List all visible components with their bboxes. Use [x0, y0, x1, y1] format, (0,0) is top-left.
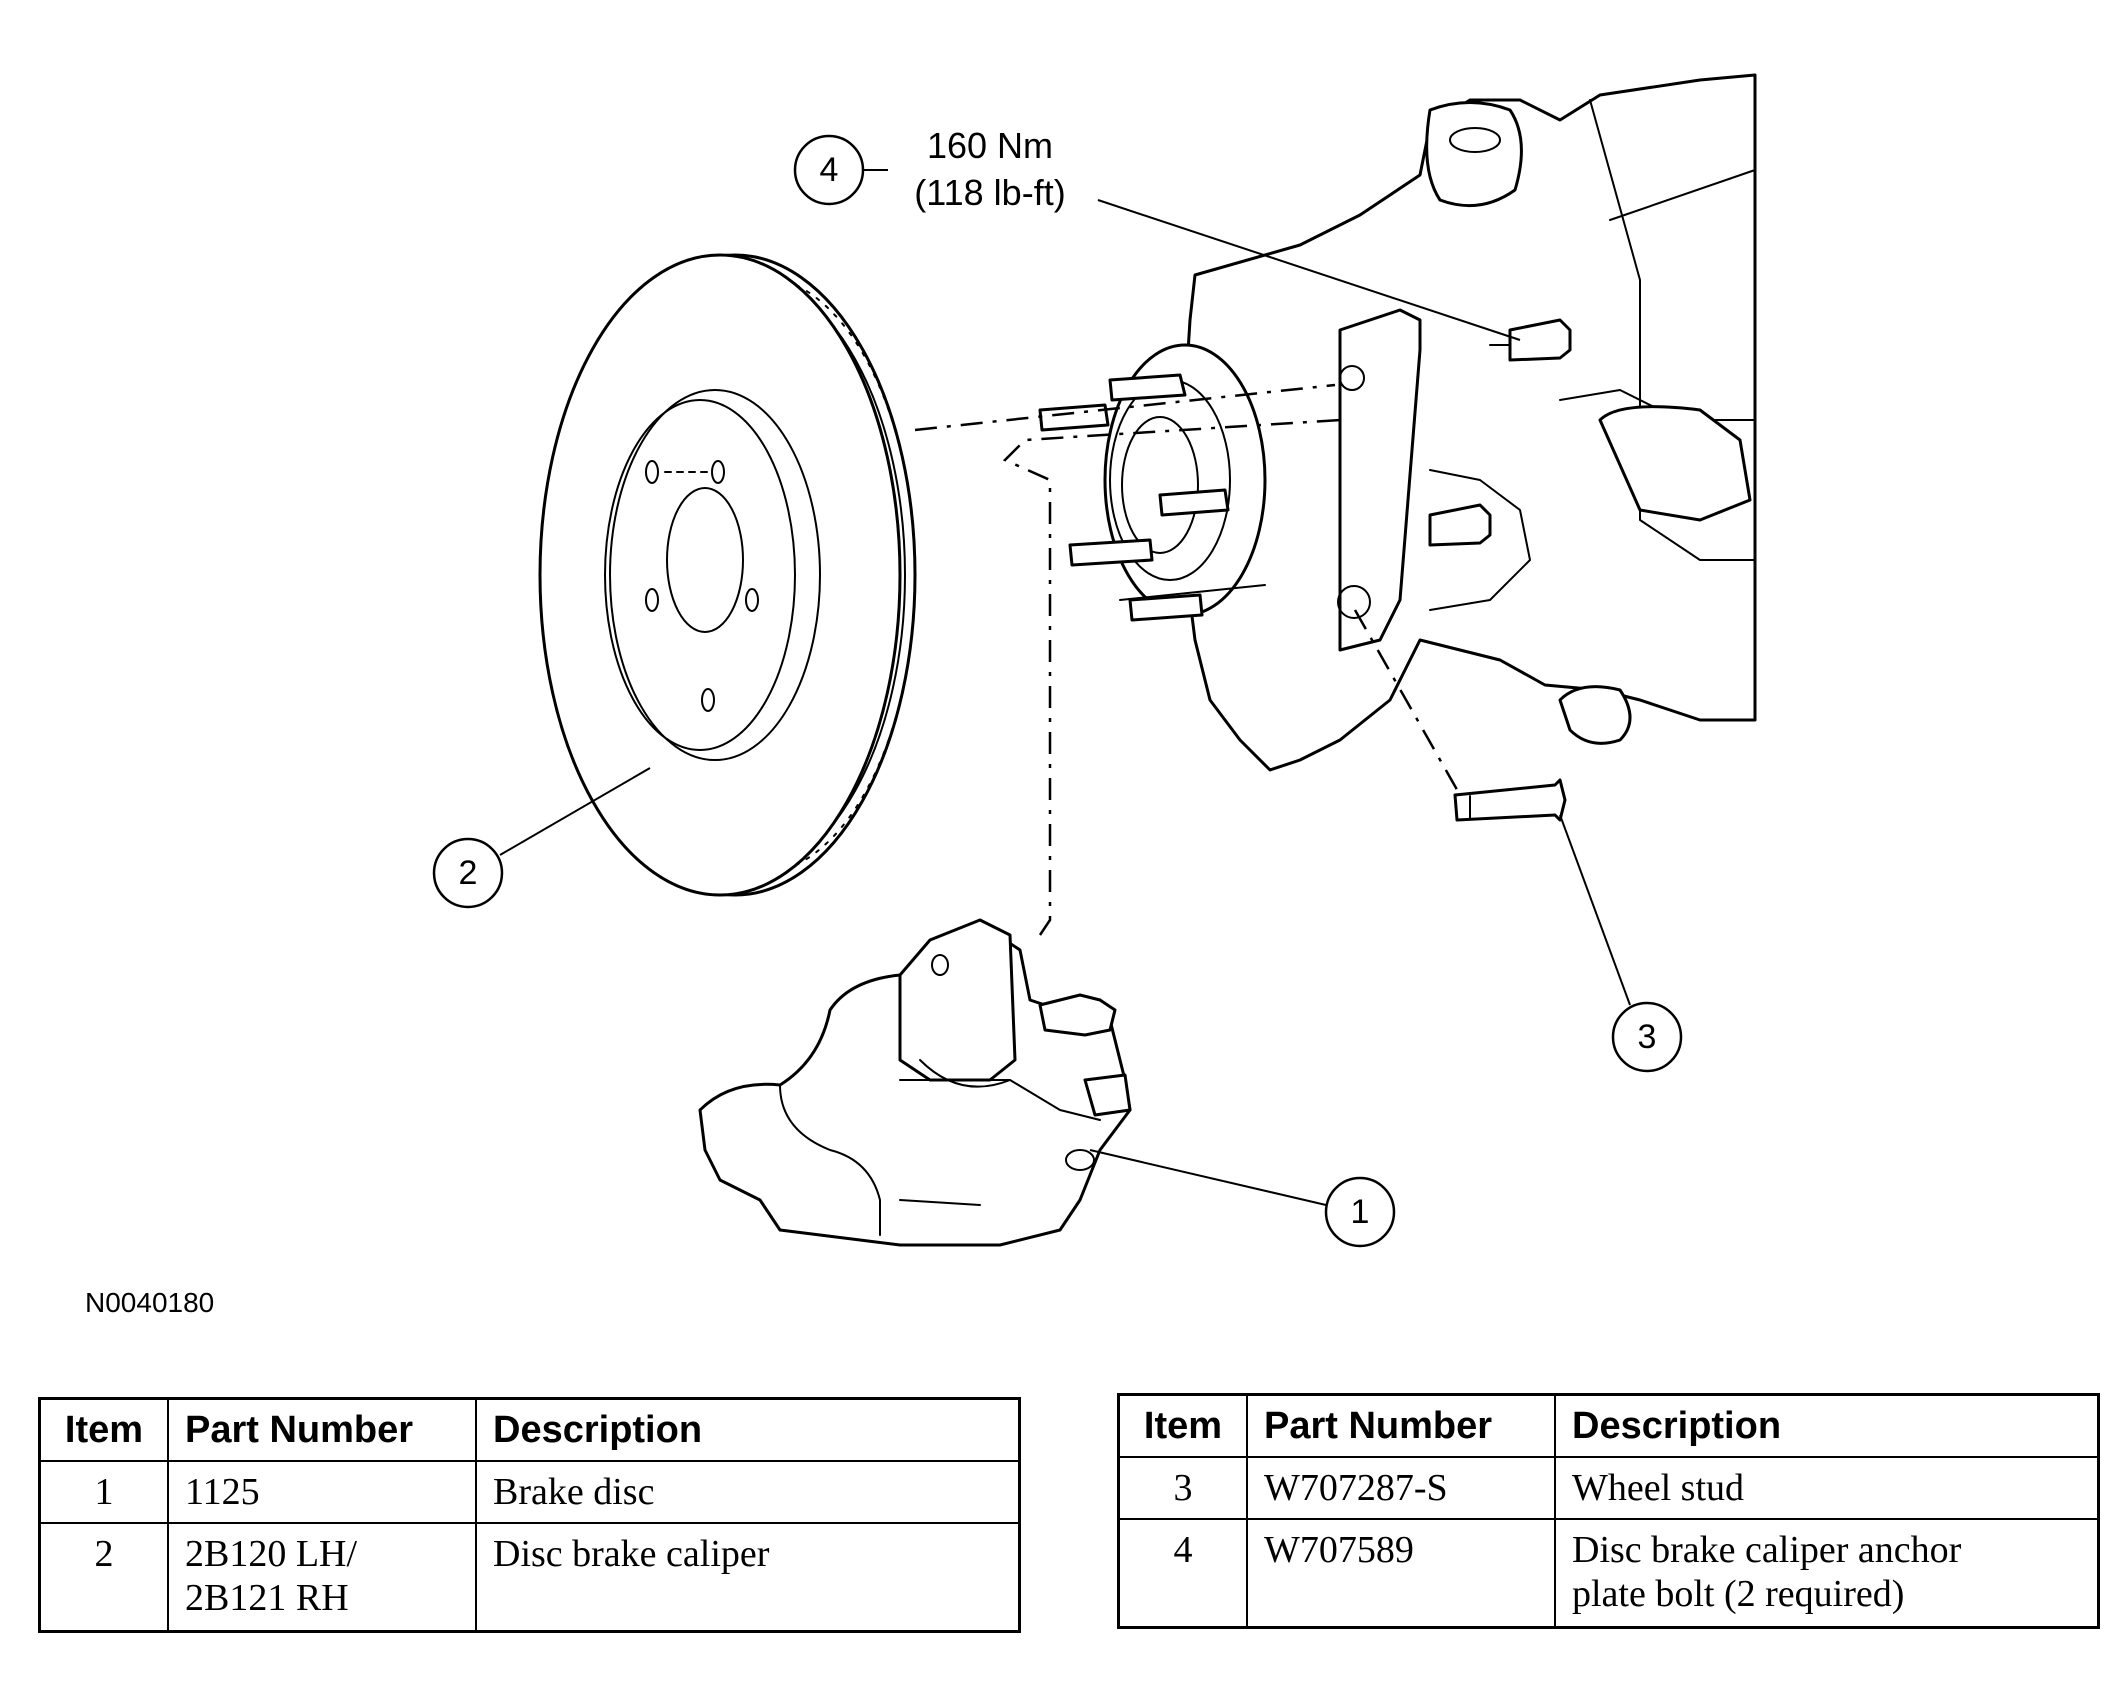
cell-part-number: W707589: [1246, 1518, 1556, 1629]
table-row: 3 W707287-S Wheel stud: [1117, 1456, 2100, 1520]
header-item: Item: [38, 1397, 169, 1462]
wheel-stud-drawing: [1453, 778, 1567, 822]
header-description: Description: [1554, 1393, 2100, 1458]
table-row: 1 1125 Brake disc: [38, 1460, 1021, 1524]
cell-item: 3: [1117, 1456, 1248, 1520]
parts-table-left: Item Part Number Description 1 1125 Brak…: [38, 1397, 1021, 1633]
cell-description: Brake disc: [475, 1460, 1021, 1524]
header-description: Description: [475, 1397, 1021, 1462]
figure-code: N0040180: [85, 1287, 214, 1318]
cell-part-number: 2B120 LH/ 2B121 RH: [167, 1522, 477, 1633]
callout-2: 2: [432, 767, 651, 909]
cell-part-number-line-1: 2B120 LH/: [185, 1533, 358, 1575]
brake-disc-drawing: [538, 253, 917, 897]
cell-item: 4: [1117, 1518, 1248, 1629]
header-part-number: Part Number: [167, 1397, 477, 1462]
torque-imperial: (118 lb-ft): [914, 172, 1065, 213]
table-header-row: Item Part Number Description: [38, 1397, 1021, 1462]
assembly-guide-lines: [914, 383, 1462, 936]
cell-description-line-2: plate bolt (2 required): [1572, 1573, 1905, 1615]
cell-description: Disc brake caliper anchor plate bolt (2 …: [1554, 1518, 2100, 1629]
header-item: Item: [1117, 1393, 1248, 1458]
cell-part-number-line-2: 2B121 RH: [185, 1577, 349, 1619]
callout-3: 3: [1559, 814, 1683, 1073]
cell-part-number: 1125: [167, 1460, 477, 1524]
cell-description: Wheel stud: [1554, 1456, 2100, 1520]
callout-1: 1: [1089, 1149, 1396, 1248]
cell-description-line-1: Disc brake caliper anchor: [1572, 1529, 1962, 1571]
callout-3-number: 3: [1638, 1018, 1657, 1056]
torque-metric: 160 Nm: [927, 125, 1053, 166]
header-part-number: Part Number: [1246, 1393, 1556, 1458]
callout-1-number: 1: [1351, 1193, 1370, 1231]
callout-2-number: 2: [459, 854, 478, 892]
cell-description: Disc brake caliper: [475, 1522, 1021, 1633]
brake-caliper-drawing: [698, 918, 1132, 1247]
table-header-row: Item Part Number Description: [1117, 1393, 2100, 1458]
callout-4: 4 160 Nm (118 lb-ft): [793, 125, 1521, 341]
cell-item: 1: [38, 1460, 169, 1524]
cell-item: 2: [38, 1522, 169, 1633]
parts-table-right: Item Part Number Description 3 W707287-S…: [1117, 1393, 2100, 1629]
table-row: 4 W707589 Disc brake caliper anchor plat…: [1117, 1518, 2100, 1629]
cell-part-number: W707287-S: [1246, 1456, 1556, 1520]
table-row: 2 2B120 LH/ 2B121 RH Disc brake caliper: [38, 1522, 1021, 1633]
knuckle-and-hub-drawing: [1038, 73, 1757, 772]
callout-4-number: 4: [820, 151, 839, 189]
